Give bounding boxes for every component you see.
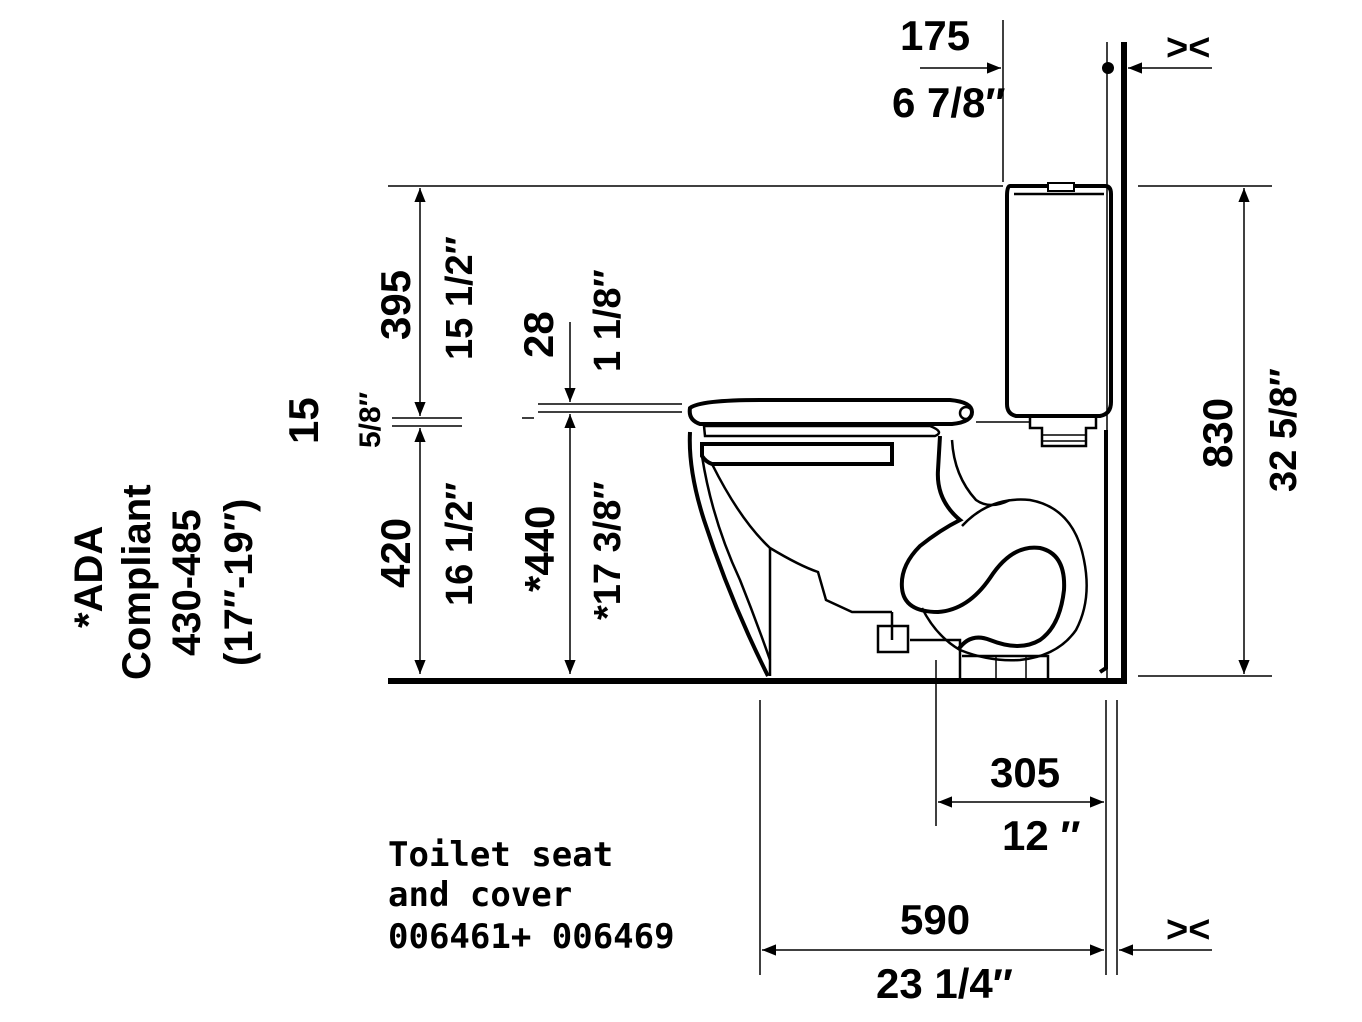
- extension-lines: [388, 20, 1272, 975]
- dim-395-mm: 395: [372, 270, 419, 340]
- dim-440-in: *17 3/8″: [587, 481, 629, 620]
- dim-28-in: 1 1/8″: [587, 269, 629, 372]
- seat-note-line-3: 006461+ 006469: [388, 917, 675, 957]
- dim-590-mm: 590: [900, 896, 970, 943]
- dim-175-in: 6 7/8″: [892, 79, 1006, 126]
- dim-440-mm: *440: [516, 506, 563, 592]
- wall-and-floor: [388, 42, 1127, 684]
- bowl-front: [687, 431, 770, 677]
- dim-15-in: 5/8″: [354, 392, 387, 448]
- tank: [1005, 184, 1113, 418]
- bolt-cap: [876, 624, 910, 654]
- seat-note-line-2: and cover: [388, 875, 572, 915]
- seat-cover: [687, 398, 975, 426]
- ada-line-3: 430-485: [165, 509, 209, 656]
- outlet-flange: [962, 654, 1050, 680]
- dim-15-mm: 15: [280, 397, 327, 444]
- seat-note: Toilet seat and cover 006461+ 006469: [388, 835, 675, 957]
- dim-590-in: 23 1/4″: [876, 960, 1013, 1007]
- ada-line-2: Compliant: [115, 484, 159, 680]
- seat-ring: [702, 424, 941, 438]
- toilet-outline: [687, 182, 1113, 680]
- ada-note: *ADA Compliant 430-485 (17″-19″): [67, 484, 261, 680]
- ada-line-1: *ADA: [67, 526, 111, 628]
- dim-28-mm: 28: [515, 311, 562, 358]
- trapway: [899, 435, 1067, 652]
- bowl-inner: [710, 463, 892, 614]
- dim-305-mm: 305: [990, 749, 1060, 796]
- wall-gap-symbol-bottom: ><: [1166, 909, 1210, 951]
- dimension-labels: 175 6 7/8″ 395 15 1/2″ 28 1 1/8″ 15 5/8″…: [280, 12, 1305, 1007]
- hinge: [958, 405, 974, 421]
- wall-gap-symbol-top: ><: [1166, 27, 1210, 69]
- dim-395-in: 15 1/2″: [439, 236, 481, 360]
- dim-305-in: 12 ″: [1002, 812, 1081, 859]
- dim-830-in: 32 5/8″: [1263, 368, 1305, 492]
- dim-830-mm: 830: [1194, 398, 1241, 468]
- flush-button: [1047, 182, 1075, 192]
- ada-line-4: (17″-19″): [217, 499, 261, 666]
- wall-reference-dot: [1102, 62, 1114, 74]
- dim-420-mm: 420: [372, 518, 419, 588]
- dimension-arrows: [414, 62, 1250, 956]
- rim: [700, 442, 894, 466]
- dim-420-in: 16 1/2″: [439, 482, 481, 606]
- seat-note-line-1: Toilet seat: [388, 835, 613, 875]
- dim-175-mm: 175: [900, 12, 970, 59]
